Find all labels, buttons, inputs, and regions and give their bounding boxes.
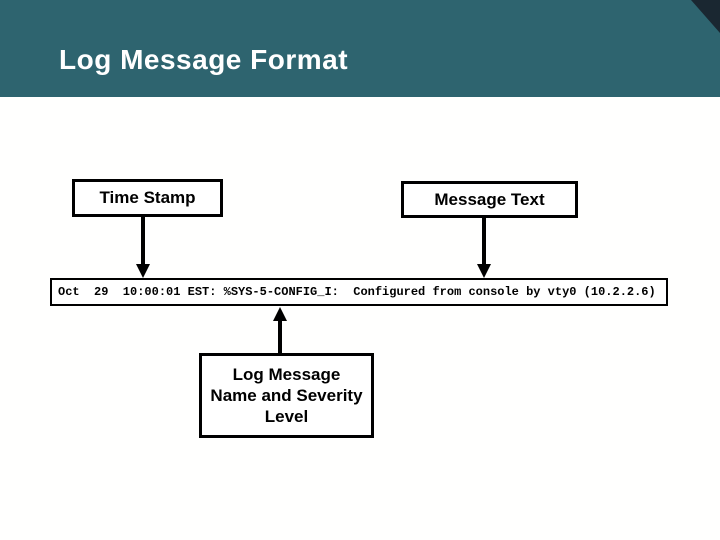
arrow-down-icon	[136, 264, 150, 278]
timestamp-label-box: Time Stamp	[72, 179, 223, 217]
message-text-arrow	[477, 218, 491, 278]
timestamp-label: Time Stamp	[99, 188, 196, 207]
name-severity-label-line: Level	[264, 407, 309, 426]
name-severity-label-line: Log Message	[232, 365, 341, 384]
slide-title: Log Message Format	[59, 44, 349, 75]
log-message-box: Oct 29 10:00:01 EST: %SYS-5-CONFIG_I: Co…	[50, 278, 668, 306]
arrow-shaft	[482, 218, 486, 264]
corner-accent-triangle	[691, 0, 720, 33]
name-severity-arrow	[273, 307, 287, 353]
timestamp-arrow	[136, 217, 150, 278]
name-severity-label-line: Name and Severity	[210, 386, 363, 405]
arrow-down-icon	[477, 264, 491, 278]
name-severity-label-box: Log Message Name and Severity Level	[199, 353, 374, 438]
arrow-shaft	[141, 217, 145, 264]
slide-header-band: Log Message Format	[0, 0, 720, 97]
arrow-up-icon	[273, 307, 287, 321]
log-message-text: Oct 29 10:00:01 EST: %SYS-5-CONFIG_I: Co…	[58, 285, 656, 299]
message-text-label: Message Text	[434, 189, 545, 209]
message-text-label-box: Message Text	[401, 181, 578, 218]
arrow-shaft	[278, 321, 282, 353]
